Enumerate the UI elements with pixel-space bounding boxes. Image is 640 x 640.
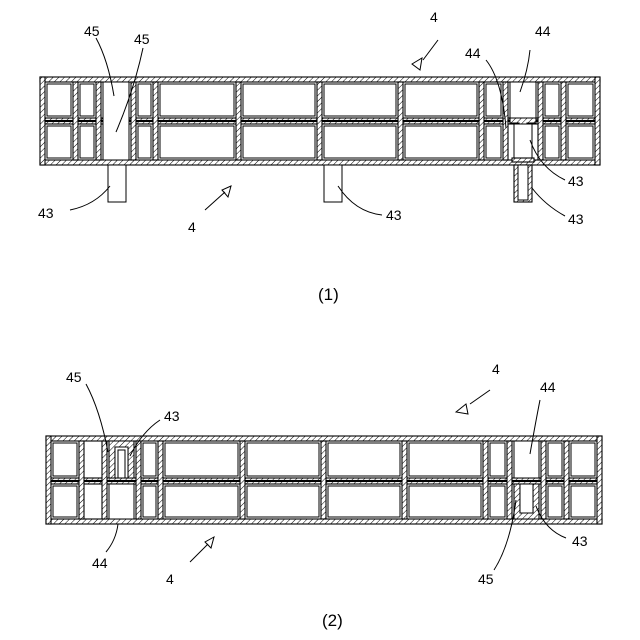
ref-43-mid: 43 bbox=[386, 207, 402, 223]
ref-43-right: 43 bbox=[572, 533, 588, 549]
ref-4-bottom: 4 bbox=[188, 219, 196, 235]
pin-left bbox=[108, 165, 126, 202]
ref-43-right-b: 43 bbox=[568, 211, 584, 227]
figure-2-caption: (2) bbox=[322, 611, 343, 630]
ref-44-inner: 44 bbox=[465, 45, 481, 61]
ref-4-bottom: 4 bbox=[166, 571, 174, 587]
ref-4-top: 4 bbox=[492, 361, 500, 377]
ref-44-left: 44 bbox=[92, 555, 108, 571]
ref-45-right: 45 bbox=[478, 571, 494, 587]
ref-44-right: 44 bbox=[540, 379, 556, 395]
ref-45-b: 45 bbox=[134, 31, 150, 47]
figure-1-caption: (1) bbox=[318, 285, 339, 304]
ref-43-left: 43 bbox=[164, 408, 180, 424]
ref-43-right-a: 43 bbox=[568, 173, 584, 189]
ref-45-a: 45 bbox=[84, 23, 100, 39]
ref-44-outer: 44 bbox=[535, 23, 551, 39]
ref-4-top: 4 bbox=[430, 9, 438, 25]
ref-43-left: 43 bbox=[38, 205, 54, 221]
figure-2: 45 43 4 44 44 4 43 45 (2) bbox=[46, 361, 602, 630]
figure-2-panel bbox=[46, 436, 602, 524]
ref-45-left: 45 bbox=[66, 369, 82, 385]
figure-1: 45 45 4 44 44 43 4 43 43 43 (1) bbox=[38, 9, 600, 304]
pin-middle bbox=[324, 165, 342, 202]
